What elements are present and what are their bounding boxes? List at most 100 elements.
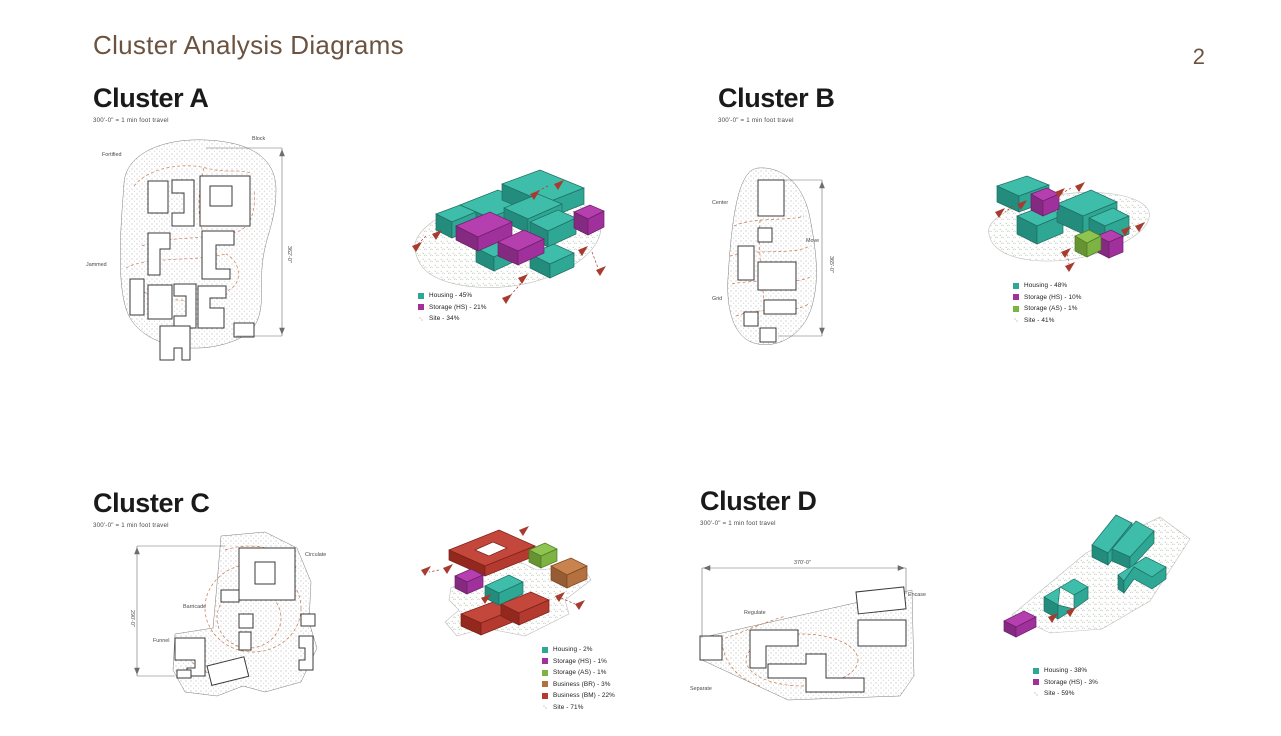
dimension-line — [134, 545, 225, 677]
page-title: Cluster Analysis Diagrams — [93, 30, 404, 60]
flow-arrows — [412, 180, 606, 304]
building-footprints — [174, 547, 316, 687]
annotation-grid: Grid — [712, 296, 722, 302]
legend-swatch-storage-as — [1013, 305, 1019, 312]
legend-swatch-site — [1013, 317, 1019, 323]
cluster-d-legend: Housing - 38% Storage (HS) - 3% Site - 5… — [1033, 665, 1098, 700]
annotation-block: Block — [252, 136, 265, 142]
legend-item: Business (BR) - 3% — [542, 679, 615, 691]
annotation-move: Move — [806, 238, 819, 244]
legend-label: Site - 59% — [1044, 690, 1075, 698]
legend-swatch-business-bm — [542, 692, 548, 699]
dimension-line — [701, 565, 907, 638]
annotation-separate: Separate — [690, 686, 712, 692]
legend-item: Storage (HS) - 21% — [418, 302, 487, 314]
legend-label: Storage (HS) - 21% — [429, 303, 487, 311]
legend-item: Storage (AS) - 1% — [542, 667, 615, 679]
cluster-b-legend: Housing - 48% Storage (HS) - 10% Storage… — [1013, 280, 1082, 326]
legend-swatch-housing — [1033, 667, 1039, 674]
legend-item: Storage (HS) - 3% — [1033, 677, 1098, 689]
legend-label: Storage (AS) - 1% — [1024, 305, 1078, 313]
legend-label: Site - 71% — [553, 703, 584, 711]
legend-item: Business (BM) - 22% — [542, 690, 615, 702]
page-number: 2 — [1192, 44, 1205, 69]
legend-label: Site - 41% — [1024, 316, 1055, 324]
cluster-d-site-plan: 370'-0" Regulate Encase Separate — [690, 552, 940, 704]
flow-arrows — [1048, 607, 1076, 623]
legend-label: Housing - 45% — [429, 292, 473, 300]
legend-label: Site - 34% — [429, 315, 460, 323]
legend-label: Storage (HS) - 10% — [1024, 293, 1082, 301]
cluster-c-title: Cluster C — [93, 488, 210, 518]
legend-item: Site - 59% — [1033, 688, 1098, 700]
legend-swatch-business-br — [542, 681, 548, 688]
legend-label: Business (BR) - 3% — [553, 680, 611, 688]
legend-item: Housing - 48% — [1013, 280, 1082, 292]
legend-label: Housing - 38% — [1044, 667, 1088, 675]
cluster-panel-c: Cluster C 300'-0" = 1 min foot travel — [93, 488, 210, 530]
building-footprints — [129, 175, 255, 361]
annotation-center: Center — [712, 200, 728, 206]
cluster-c-legend: Housing - 2% Storage (HS) - 1% Storage (… — [542, 644, 615, 713]
legend-item: Storage (HS) - 10% — [1013, 292, 1082, 304]
legend-swatch-storage-as — [542, 669, 548, 676]
legend-swatch-site — [418, 316, 424, 322]
massing-blocks — [996, 175, 1130, 259]
building-footprints — [699, 586, 907, 693]
legend-swatch-housing — [418, 292, 424, 299]
legend-label: Storage (AS) - 1% — [553, 669, 607, 677]
cluster-b-title: Cluster B — [718, 83, 835, 113]
cluster-d-subtitle: 300'-0" = 1 min foot travel — [700, 520, 776, 527]
cluster-panel-b: Cluster B 300'-0" = 1 min foot travel — [718, 83, 835, 125]
massing-blocks — [435, 169, 605, 279]
flow-arrows — [421, 526, 585, 610]
annotation-funnel: Funnel — [153, 638, 169, 644]
legend-item: Site - 34% — [418, 313, 487, 325]
cluster-a-title: Cluster A — [93, 83, 209, 113]
legend-swatch-storage-hs — [1013, 294, 1019, 301]
legend-label: Housing - 2% — [553, 646, 593, 654]
massing-blocks — [448, 529, 588, 636]
massing-blocks — [1003, 514, 1167, 638]
annotation-barricade: Barricade — [183, 604, 206, 610]
cluster-a-legend: Housing - 45% Storage (HS) - 21% Site - … — [418, 290, 487, 325]
legend-swatch-storage-hs — [418, 304, 424, 311]
cluster-c-subtitle: 300'-0" = 1 min foot travel — [93, 522, 169, 529]
legend-item: Housing - 2% — [542, 644, 615, 656]
legend-swatch-storage-hs — [1033, 679, 1039, 686]
cluster-b-site-plan: 365'-0" Center Move Grid — [700, 160, 870, 355]
legend-item: Site - 41% — [1013, 315, 1082, 327]
cluster-c-dimension-label: 290'-0" — [129, 610, 135, 627]
flow-dashes — [1004, 187, 1132, 265]
cluster-a-site-plan: 362'-0" Block Fortified Jammed — [86, 128, 316, 361]
legend-item: Housing - 45% — [418, 290, 487, 302]
cluster-panel-a: Cluster A 300'-0" = 1 min foot travel — [93, 83, 209, 125]
legend-swatch-site — [1033, 691, 1039, 697]
annotation-encase: Encase — [908, 592, 926, 598]
legend-swatch-storage-hs — [542, 658, 548, 665]
legend-swatch-housing — [542, 646, 548, 653]
legend-item: Storage (HS) - 1% — [542, 656, 615, 668]
dimension-line — [778, 179, 825, 337]
dimension-line — [206, 147, 285, 337]
cluster-b-dimension-label: 365'-0" — [828, 256, 834, 273]
cluster-d-axonometric — [990, 505, 1205, 645]
cluster-a-axonometric — [398, 150, 618, 325]
flow-dashes — [417, 185, 599, 297]
cluster-c-axonometric — [415, 518, 600, 653]
cluster-d-title: Cluster D — [700, 486, 817, 516]
legend-label: Business (BM) - 22% — [553, 692, 615, 700]
legend-label: Housing - 48% — [1024, 282, 1068, 290]
cluster-c-site-plan: 290'-0" Circulate Barricade Funnel — [125, 530, 340, 715]
legend-label: Storage (HS) - 1% — [553, 657, 607, 665]
annotation-circulate: Circulate — [305, 552, 326, 558]
flow-dashes — [428, 569, 576, 605]
cluster-d-dimension-label: 370'-0" — [794, 560, 811, 566]
cluster-panel-d: Cluster D 300'-0" = 1 min foot travel — [700, 486, 817, 528]
legend-swatch-site — [542, 704, 548, 710]
annotation-regulate: Regulate — [744, 610, 766, 616]
legend-item: Storage (AS) - 1% — [1013, 303, 1082, 315]
legend-item: Housing - 38% — [1033, 665, 1098, 677]
building-footprints — [737, 179, 797, 343]
